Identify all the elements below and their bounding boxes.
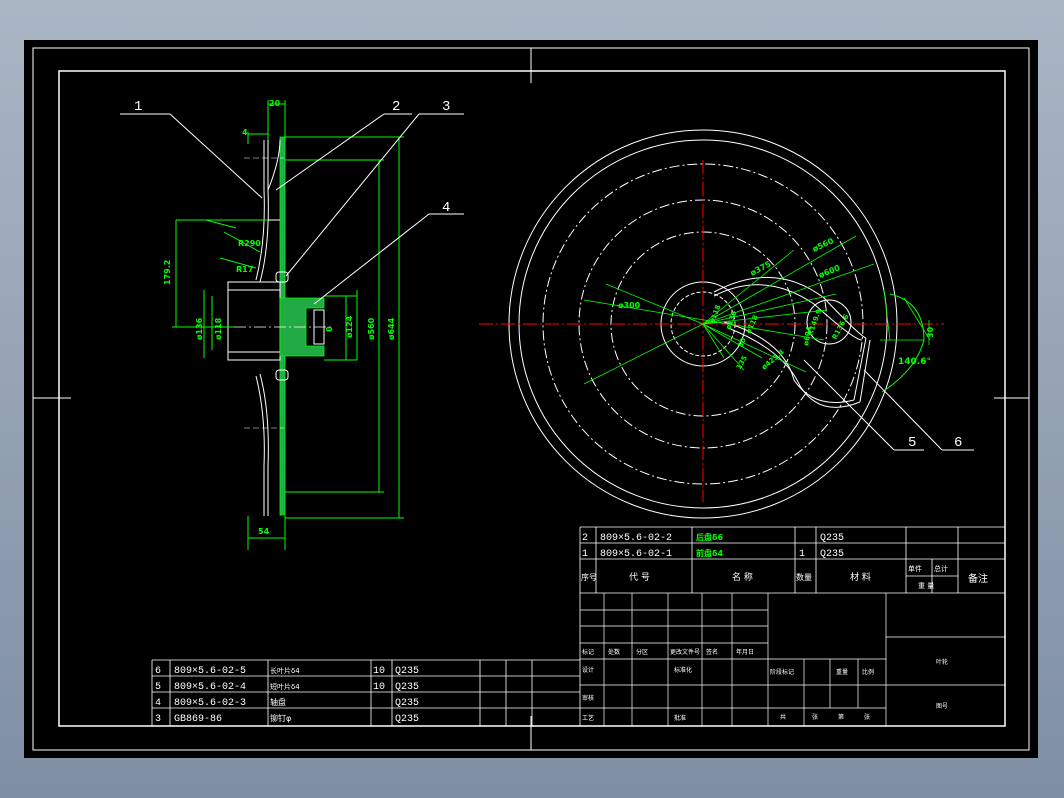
balloon-3: 3 (442, 99, 450, 115)
tb-total: 共 (780, 713, 786, 721)
balloon-1: 1 (134, 99, 142, 115)
hdr-no: 序号 (581, 572, 597, 582)
dim-d425: ø425.4 (760, 348, 786, 372)
dim-hub-inner: ø118 (214, 317, 223, 340)
title-block (580, 593, 1005, 726)
lower-row-code: 809×5.6-02-4 (174, 682, 246, 693)
hdr-w2: 总计 (934, 564, 948, 573)
tb-drawing-no: 图号 (936, 703, 948, 710)
lower-row-mat: Q235 (395, 698, 419, 709)
lower-row-qty: 10 (373, 682, 385, 693)
dim-d560: ø560 (811, 236, 835, 254)
upper-row-no: 1 (582, 549, 588, 560)
tb-design: 设计 (582, 666, 594, 674)
dim-mid: ø560 (367, 317, 376, 340)
dim-d600: ø600 (817, 263, 841, 280)
plan-view: ø300 ø375 ø560 ø600 ø118 ø136 ø425.4 ø11… (479, 129, 974, 519)
lower-row-mat: Q235 (395, 682, 419, 693)
tb-scale: 比例 (862, 668, 874, 676)
lower-row-code: 809×5.6-02-3 (174, 698, 246, 709)
balloon-2: 2 (392, 99, 400, 115)
tb-date: 年月日 (736, 648, 754, 656)
dim-plate-thk: 4 (242, 128, 248, 137)
dim-angle: 140.6° (898, 357, 931, 367)
tb-title: 叶轮 (936, 658, 948, 666)
hdr-name: 名 称 (732, 571, 753, 583)
tb-zone: 分区 (636, 648, 648, 656)
dim-d300: ø300 (618, 301, 641, 310)
lower-row-no: 5 (155, 682, 161, 693)
dim-gap: 30 (926, 326, 935, 338)
tb-change: 更改文件号 (670, 648, 700, 656)
upper-row-name: 后盘δ6 (696, 532, 723, 542)
inner-frame (58, 70, 1006, 727)
dim-50: 50 (737, 337, 748, 349)
lower-row-code: 809×5.6-02-5 (174, 666, 246, 677)
lower-row-no: 3 (155, 714, 161, 725)
upper-row-name: 前盘δ4 (696, 548, 723, 558)
lower-row-qty: 10 (373, 666, 385, 677)
lower-row-mat: Q235 (395, 666, 419, 677)
lower-row-no: 4 (155, 698, 161, 709)
tb-sheet: 张 (864, 713, 870, 721)
hdr-qty: 数量 (796, 572, 812, 582)
dim-d375: ø375 (749, 259, 773, 278)
tb-sign: 签名 (706, 648, 718, 656)
tb-std: 标准化 (674, 666, 692, 674)
tb-count: 处数 (608, 648, 620, 656)
upper-row-code: 809×5.6-02-2 (600, 533, 672, 544)
outer-frame (32, 47, 1030, 751)
balloon-4: 4 (442, 200, 450, 216)
dim-r136: R136.6 (831, 313, 851, 341)
cad-drawing: 20 4 54 R290 R17 179.2 ø136 ø118 0 ø124 … (32, 47, 1030, 751)
cad-drawing-viewport: 20 4 54 R290 R17 179.2 ø136 ø118 0 ø124 … (24, 40, 1038, 758)
hdr-code: 代 号 (629, 572, 650, 583)
dim-135: 135 (735, 354, 749, 371)
dim-r118: ø118 (745, 314, 761, 335)
dim-height: 179.2 (163, 260, 172, 285)
lower-row-name: 铆钉φ (270, 713, 291, 723)
lower-row-name: 长叶片δ4 (270, 666, 300, 675)
dim-hub-outer: ø136 (195, 317, 204, 340)
dim-r-large: R290 (238, 239, 261, 248)
hdr-mat: 材 料 (850, 571, 871, 583)
upper-row-no: 2 (582, 533, 588, 544)
tb-check: 审核 (582, 694, 594, 702)
upper-row-qty: 1 (799, 549, 805, 560)
lower-parts-table (151, 659, 580, 726)
balloon-5: 5 (908, 435, 916, 451)
dim-bore: ø124 (345, 315, 354, 338)
hdr-weight: 重 量 (918, 582, 934, 590)
dim-top-width: 20 (269, 99, 281, 108)
lower-row-code: GB869-86 (174, 714, 222, 725)
upper-row-mat: Q235 (820, 549, 844, 560)
dim-bottom-width: 54 (258, 527, 270, 536)
upper-row-mat: Q235 (820, 533, 844, 544)
balloon-6: 6 (954, 435, 962, 451)
hdr-w1: 单件 (908, 564, 922, 573)
upper-row-code: 809×5.6-02-1 (600, 549, 672, 560)
section-view: 20 4 54 R290 R17 179.2 ø136 ø118 0 ø124 … (120, 99, 464, 550)
tb-sheets: 张 (812, 713, 818, 721)
lower-row-name: 轴盘 (270, 697, 286, 707)
tb-stage: 阶段标记 (770, 668, 794, 676)
dim-r-small: R17 (236, 265, 253, 274)
tb-mark: 标记 (582, 648, 594, 656)
dim-outer: ø644 (387, 317, 396, 340)
lower-row-no: 6 (155, 666, 161, 677)
hdr-remark: 备注 (968, 572, 988, 585)
dim-shaft: 0 (325, 326, 334, 332)
tb-process: 工艺 (582, 714, 594, 722)
tb-sheet-no: 第 (838, 713, 844, 721)
dim-d604: ø604 (802, 326, 813, 347)
lower-row-mat: Q235 (395, 714, 419, 725)
upper-parts-table (579, 526, 1005, 726)
tb-weight: 重量 (836, 668, 848, 676)
lower-row-name: 短叶片δ4 (270, 682, 300, 691)
tb-approve: 批准 (674, 714, 686, 722)
